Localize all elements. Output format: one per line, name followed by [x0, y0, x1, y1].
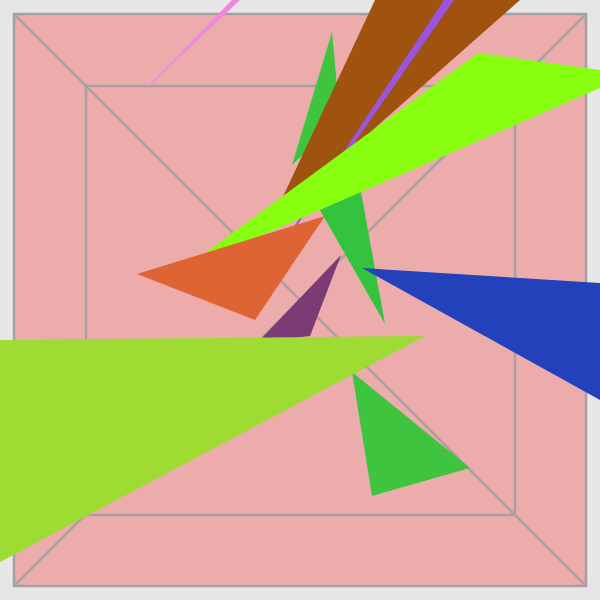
orange-shard [137, 216, 325, 320]
green-vertical-shard [292, 32, 340, 165]
lime-lower-shard [0, 336, 425, 562]
blue-shard [362, 268, 600, 400]
mauve-shard [258, 255, 341, 342]
shards [0, 0, 600, 562]
lime-upper-shard [182, 53, 600, 270]
green-center-shard [320, 192, 385, 324]
pink-sliver-shard [145, 0, 240, 90]
green-lower-shard [352, 372, 470, 496]
